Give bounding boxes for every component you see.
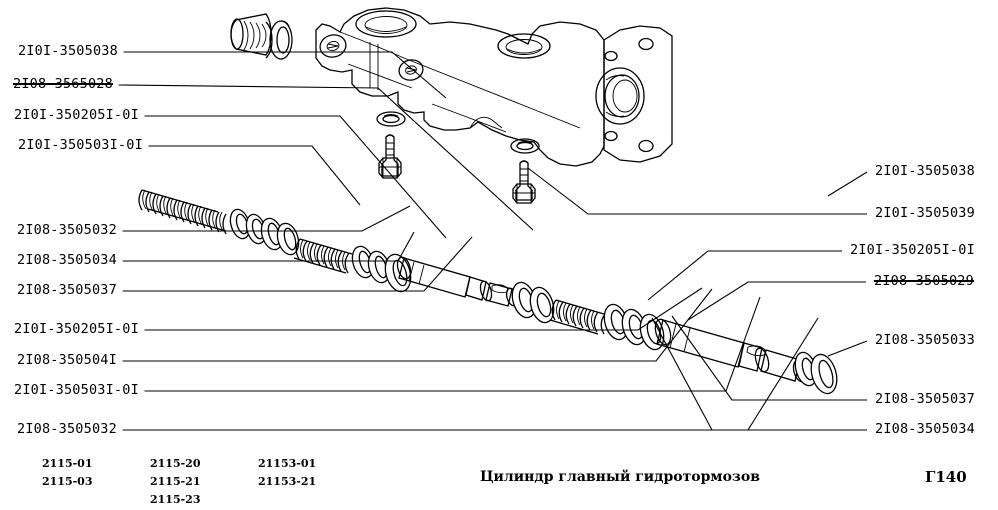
- leader-right-2: [647, 250, 842, 301]
- part-label-left-0: 2I0I-3505038: [18, 43, 118, 59]
- leader-left-0: [123, 51, 447, 99]
- leader-left-3: [148, 145, 361, 206]
- model-number: 21153-01: [258, 457, 317, 470]
- leader-left-7: [144, 287, 703, 331]
- return-spring-right: [549, 299, 606, 335]
- part-label-right-4: 2I08-3505033: [875, 332, 975, 348]
- part-label-left-10: 2I08-3505032: [17, 421, 117, 437]
- part-label-right-0: 2I0I-3505038: [875, 163, 975, 179]
- part-label-right-1: 2I0I-3505039: [875, 205, 975, 221]
- diagram-code: Г140: [925, 468, 967, 486]
- return-spring-mid: [293, 238, 353, 274]
- part-label-left-4: 2I08-3505032: [17, 222, 117, 238]
- part-label-right-3: 2I08-3505029: [874, 273, 974, 289]
- leader-lines: [118, 51, 868, 431]
- seal-ring-b3: [384, 253, 412, 293]
- leader-right-5: [671, 315, 867, 401]
- leader-right-6: [651, 317, 867, 431]
- return-spring-left: [138, 189, 227, 235]
- part-label-right-6: 2I08-3505034: [875, 421, 975, 437]
- part-label-right-5: 2I08-3505037: [875, 391, 975, 407]
- part-label-right-2: 2I0I-350205I-0I: [850, 242, 975, 258]
- leader-left-5: [122, 231, 415, 262]
- piston-barrel-rear: [654, 318, 808, 383]
- leader-right-1: [527, 167, 867, 215]
- part-label-left-9: 2I0I-350503I-0I: [14, 382, 139, 398]
- plug-sealing-washer: [269, 20, 293, 60]
- leader-right-0: [827, 171, 868, 197]
- leader-left-4: [122, 205, 411, 232]
- model-number: 2115-21: [150, 475, 201, 488]
- leader-left-2: [144, 115, 447, 239]
- model-number: 21153-21: [258, 475, 317, 488]
- banjo-bolt-left: [376, 111, 406, 179]
- piston-spring-assembly: [138, 189, 838, 395]
- model-number: 2115-20: [150, 457, 201, 470]
- model-number: 2115-01: [42, 457, 93, 470]
- leader-left-1: [118, 84, 534, 231]
- seal-ring-e2: [810, 353, 838, 395]
- seal-ring-c2: [529, 286, 555, 324]
- part-label-left-7: 2I0I-350205I-0I: [14, 321, 139, 337]
- part-label-left-1: 2I08-3565028: [13, 76, 113, 92]
- diagram-title: Цилиндр главный гидротормозов: [480, 469, 760, 485]
- part-label-left-2: 2I0I-350205I-0I: [14, 107, 139, 123]
- piston-barrel-mid: [396, 256, 519, 307]
- leader-right-3: [687, 281, 866, 321]
- leader-left-8: [122, 288, 713, 362]
- master-cylinder-housing: [315, 7, 673, 167]
- seal-ring-e1: [794, 351, 818, 387]
- model-number: 2115-23: [150, 493, 201, 506]
- part-label-left-5: 2I08-3505034: [17, 252, 117, 268]
- threaded-plug: [230, 13, 273, 59]
- part-label-left-6: 2I08-3505037: [17, 282, 117, 298]
- part-label-left-8: 2I08-350504I: [17, 352, 117, 368]
- model-number: 2115-03: [42, 475, 93, 488]
- leader-left-6: [122, 236, 473, 292]
- leader-right-4: [827, 340, 868, 357]
- banjo-bolt-right: [510, 138, 540, 204]
- part-label-left-3: 2I0I-350503I-0I: [18, 137, 143, 153]
